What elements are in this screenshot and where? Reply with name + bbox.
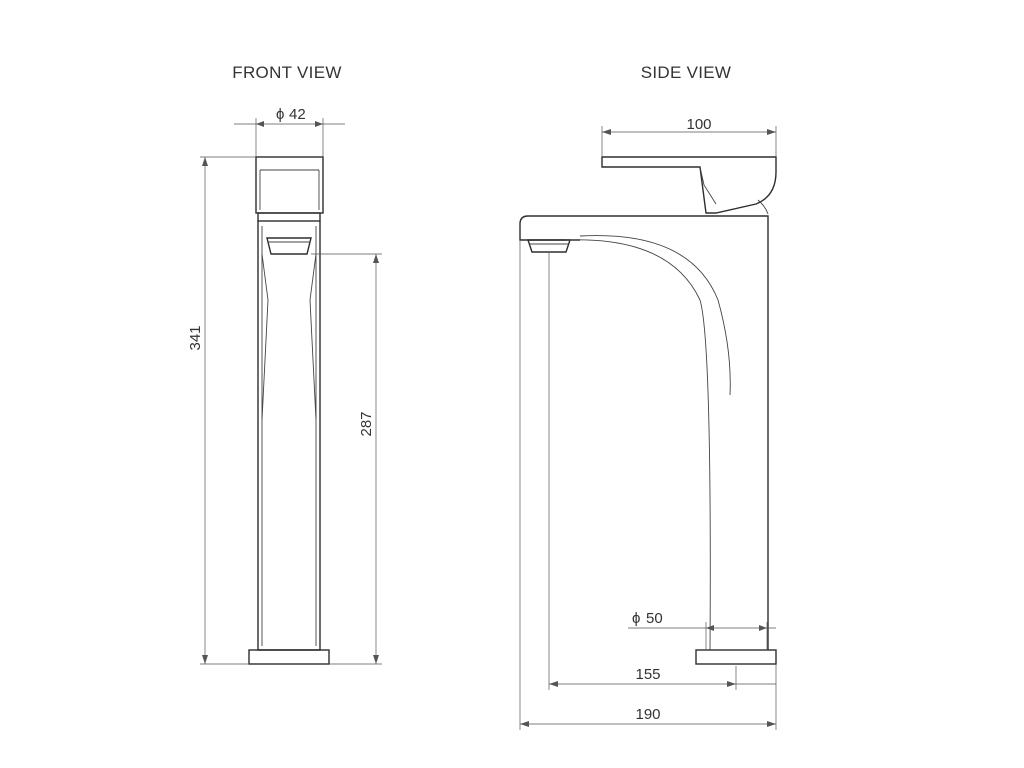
side-handle-length-label: 100 <box>686 116 711 133</box>
side-aerator <box>527 239 571 253</box>
front-total-height-label: 341 <box>187 325 204 350</box>
front-collar <box>257 212 321 222</box>
side-handle <box>601 156 777 214</box>
front-body <box>257 221 321 651</box>
side-view-drawing <box>519 156 777 665</box>
front-view-title: FRONT VIEW <box>232 63 341 82</box>
side-base-diameter-label: 50 <box>646 610 663 627</box>
side-total-depth-label: 190 <box>635 706 660 723</box>
front-spout-height-dimension: 287 <box>311 253 382 665</box>
front-diameter-label: 42 <box>289 106 306 123</box>
front-diameter-dimension: ϕ 42 <box>234 106 345 157</box>
front-view-drawing <box>248 156 330 665</box>
side-spout-reach-label: 155 <box>635 666 660 683</box>
side-view-title: SIDE VIEW <box>641 63 732 82</box>
side-body <box>519 215 769 650</box>
side-handle-dimension: 100 <box>601 116 777 157</box>
front-spout-height-label: 287 <box>358 411 375 436</box>
front-height-dimension: 341 <box>187 156 256 665</box>
front-handle <box>255 156 324 214</box>
side-base-diameter-dimension: ϕ 50 <box>628 610 776 650</box>
side-reach-dimension: 155 <box>548 252 776 690</box>
side-depth-dimension: 190 <box>519 240 777 730</box>
side-base-diameter-symbol: ϕ <box>632 610 640 627</box>
front-base <box>248 649 330 665</box>
side-base <box>695 649 777 665</box>
front-aerator <box>266 237 312 255</box>
front-diameter-symbol: ϕ <box>276 106 284 123</box>
